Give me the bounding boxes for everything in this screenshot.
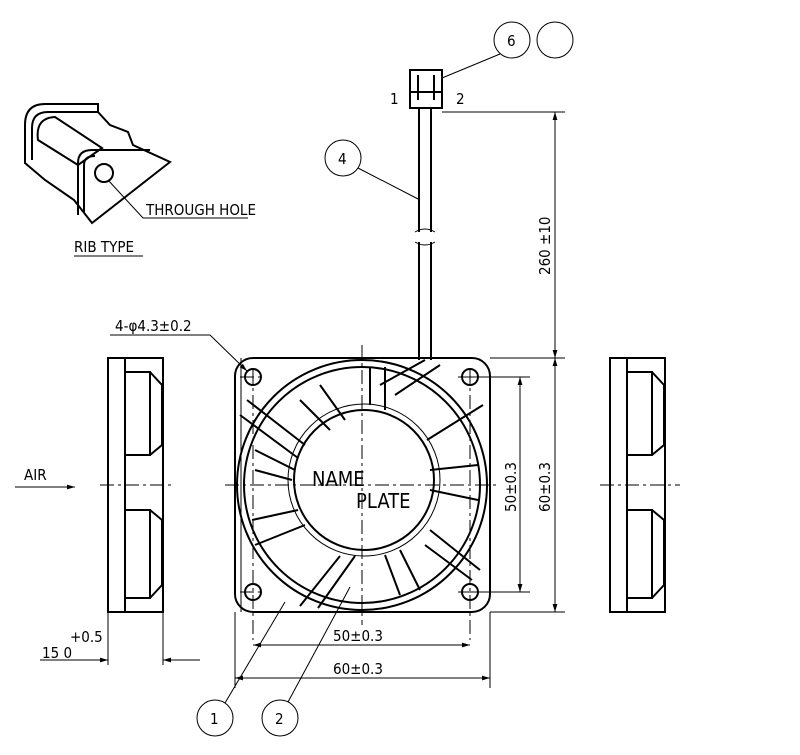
balloon-6: [536, 21, 574, 59]
hole-spec-label: 4-φ4.3±0.2: [115, 317, 192, 335]
thickness-tolerance: +0.5: [70, 628, 103, 646]
pin-1-label: 1: [390, 90, 399, 108]
svg-text:6: 6: [507, 32, 516, 50]
dimensions: 260 ±10 60±0.3 50±0.3 50±0.3 60±0.3 +0.5…: [15, 112, 565, 688]
height-inner-dim: 50±0.3: [502, 462, 520, 512]
width-outer-dim: 60±0.3: [333, 660, 383, 678]
connector-and-lead: 1 2: [390, 69, 565, 360]
balloon-2: 2: [261, 699, 299, 737]
balloon-4: 4: [324, 139, 362, 177]
height-outer-dim: 60±0.3: [536, 462, 554, 512]
svg-text:2: 2: [275, 710, 284, 728]
rib-type-detail: THROUGH HOLE RIB TYPE: [24, 103, 256, 257]
lead-length-dim: 260 ±10: [536, 216, 554, 275]
width-inner-dim: 50±0.3: [333, 627, 383, 645]
through-hole-label: THROUGH HOLE: [145, 201, 256, 219]
balloon-1: 1: [196, 699, 234, 737]
balloon-5: 6: [493, 21, 531, 59]
air-label: AIR: [24, 466, 47, 484]
svg-text:1: 1: [210, 710, 219, 728]
thickness-dim: 15 0: [42, 644, 72, 662]
plate-label: PLATE: [356, 489, 410, 513]
pin-2-label: 2: [456, 90, 465, 108]
name-label: NAME: [312, 467, 365, 491]
svg-text:4: 4: [338, 150, 347, 168]
rib-type-label: RIB TYPE: [74, 238, 134, 256]
